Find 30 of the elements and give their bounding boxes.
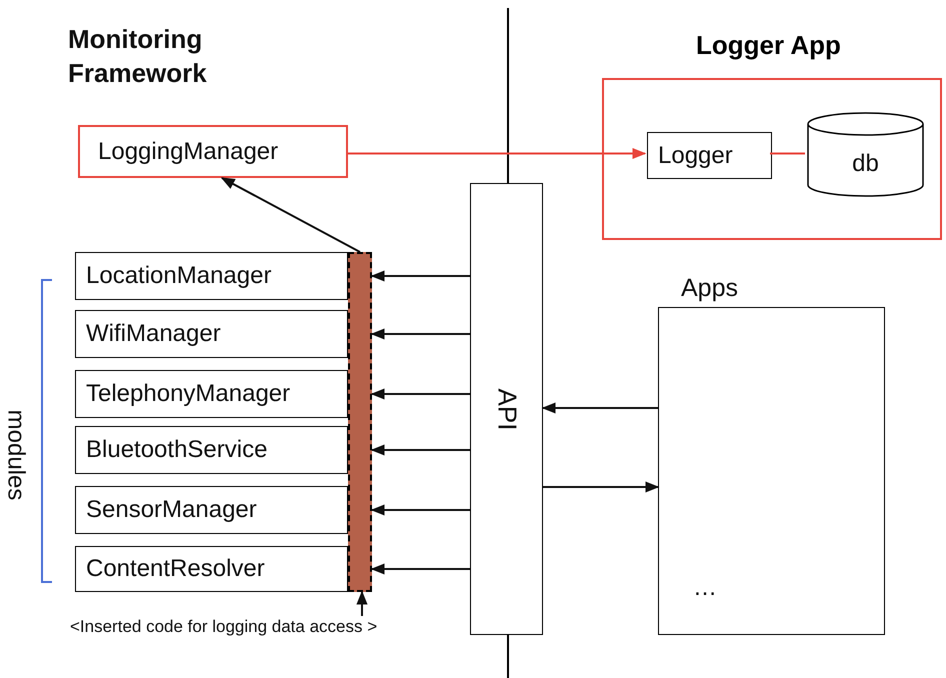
inserted-code-bar	[348, 252, 372, 592]
arrow	[348, 148, 646, 160]
module-box: LocationManager	[75, 252, 348, 300]
apps-heading: Apps	[681, 273, 738, 304]
module-box: ContentResolver	[75, 546, 348, 592]
arrow	[370, 388, 470, 400]
module-box: SensorManager	[75, 486, 348, 534]
annotation-text: <Inserted code for logging data access >	[70, 616, 382, 638]
app-list-item: …	[693, 573, 717, 603]
section-heading: Monitoring Framework	[68, 23, 208, 90]
database-label: db	[851, 149, 880, 179]
arrow	[543, 481, 660, 493]
arrow	[356, 590, 368, 616]
database-cylinder	[807, 112, 924, 197]
api-box	[470, 183, 543, 635]
arrow	[370, 504, 470, 516]
arrow	[370, 563, 470, 575]
arrow	[220, 177, 360, 253]
logging-manager-box: LoggingManager	[78, 125, 348, 178]
arrow	[370, 444, 470, 456]
module-box: BluetoothService	[75, 426, 348, 474]
group-label: modules	[1, 410, 30, 500]
arrow	[370, 328, 470, 340]
arrow	[542, 402, 658, 414]
module-box: Logger	[647, 132, 772, 179]
module-box: WifiManager	[75, 310, 348, 358]
arrow	[370, 270, 470, 282]
api-label: API	[491, 388, 523, 430]
module-box: TelephonyManager	[75, 370, 348, 418]
container-heading: Logger App	[696, 29, 841, 62]
